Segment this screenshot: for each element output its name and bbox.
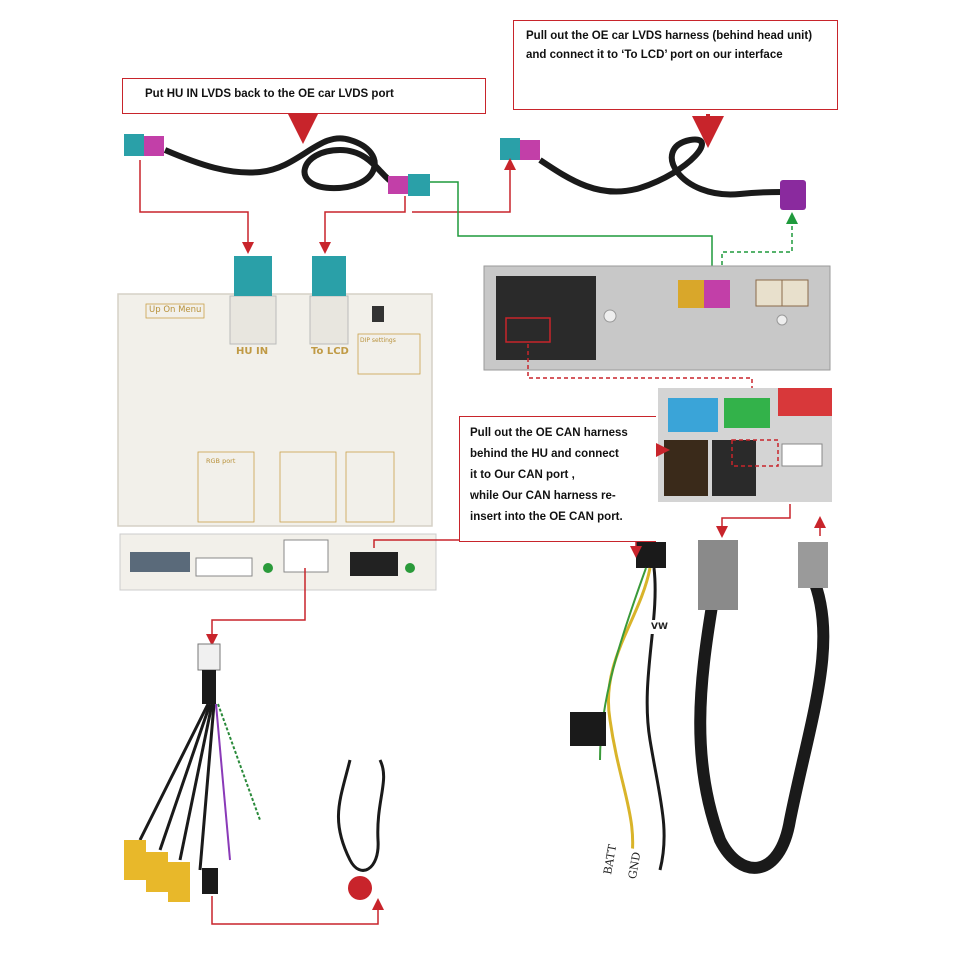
fakra-plug-teal-icon	[500, 138, 520, 160]
module-menu-label: Up On Menu	[149, 305, 202, 315]
to-lcd-link	[319, 196, 406, 254]
rca-harness	[124, 643, 261, 902]
push-button-cable	[337, 759, 386, 900]
callout-can-line: it to Our CAN port ,	[470, 469, 575, 481]
to-lcd-label: To LCD	[311, 346, 349, 357]
button-link	[211, 896, 384, 925]
oe-connector-block	[658, 388, 832, 502]
callout-lvds-back: Put HU IN LVDS back to the OE car LVDS p…	[122, 78, 486, 114]
callout-can-line: behind the HU and connect	[470, 448, 619, 460]
green-link-oe	[721, 212, 798, 272]
callout-can-text: Pull out the OE CAN harness behind the H…	[470, 423, 650, 528]
can-port-highlight	[505, 317, 551, 343]
callout-oe-lvds: Pull out the OE car LVDS harness (behind…	[513, 20, 838, 110]
callout-can-line: Pull out the OE CAN harness	[470, 427, 628, 439]
callout-can-line: insert into the OE CAN port.	[470, 511, 623, 523]
interface-module	[117, 256, 433, 527]
rca-plug-icon	[146, 852, 168, 892]
callout-lvds-back-text: Put HU IN LVDS back to the OE car LVDS p…	[145, 88, 394, 100]
can-plug-highlight	[731, 439, 779, 467]
callout-can-line: while Our CAN harness re-	[470, 490, 616, 502]
oe-lvds-cable	[500, 136, 806, 210]
callout-can-harness: Pull out the OE CAN harness behind the H…	[459, 416, 656, 542]
can-harness	[570, 540, 830, 874]
fakra-plug-teal-icon	[408, 174, 430, 196]
fakra-plug-pink-icon	[520, 140, 540, 160]
hu-in-label: HU IN	[236, 346, 269, 357]
fakra-plug-pink-icon	[388, 176, 410, 194]
rca-plug-icon	[124, 840, 146, 880]
rca-plug-icon	[202, 868, 218, 894]
rca-plug-icon	[168, 862, 190, 902]
oe-head-unit	[483, 265, 831, 371]
can-dash-link	[527, 344, 758, 412]
module-port-panel	[119, 533, 437, 591]
fakra-plug-violet-icon	[780, 180, 806, 210]
hu-in-link	[139, 160, 254, 254]
hu-lvds-cable	[124, 134, 430, 196]
can-harness-link-left	[716, 504, 791, 538]
rgb-link	[206, 568, 306, 646]
lvds-cross-link	[412, 158, 516, 213]
fakra-plug-pink-icon	[144, 136, 164, 156]
green-link-lcd	[430, 181, 718, 278]
rgb-port-label: RGB port	[206, 457, 236, 465]
fakra-plug-teal-icon	[124, 134, 144, 156]
callout-oe-lvds-text: Pull out the OE car LVDS harness (behind…	[526, 30, 813, 61]
push-button-icon	[348, 876, 372, 900]
vw-tag: VW	[648, 620, 671, 634]
dip-settings-label: DIP settings	[360, 337, 396, 344]
